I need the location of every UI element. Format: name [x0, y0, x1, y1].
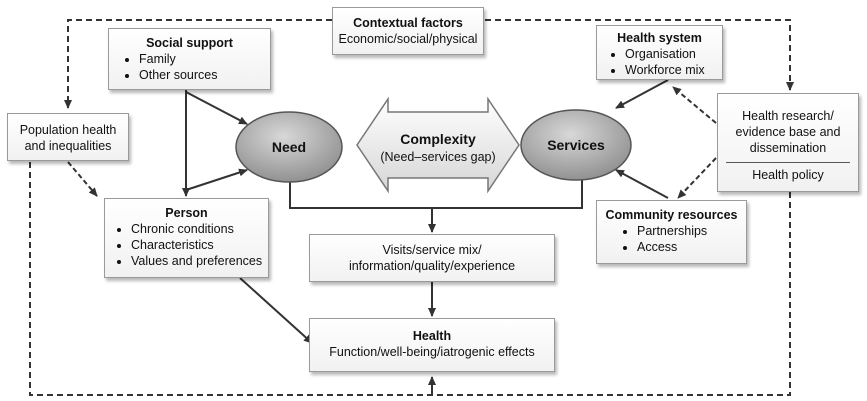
social-support-title: Social support: [146, 36, 233, 50]
social-support-list: Family Other sources: [109, 51, 270, 83]
health-system-box: Health system Organisation Workforce mix: [596, 25, 723, 80]
list-item: Partnerships: [637, 223, 746, 239]
research-line1: Health research/: [742, 109, 834, 123]
list-item: Other sources: [139, 67, 270, 83]
research-line2: evidence base and: [735, 125, 841, 139]
population-line1: Population health: [19, 123, 117, 137]
health-research-box: Health research/ evidence base and disse…: [717, 93, 859, 192]
person-box: Person Chronic conditions Characteristic…: [104, 198, 269, 278]
health-subtitle: Function/well-being/iatrogenic effects: [329, 345, 535, 359]
need-node: Need: [235, 111, 343, 183]
complexity-subtitle: (Need–services gap): [380, 150, 495, 164]
services-node: Services: [520, 109, 632, 181]
outer-dashed-frame: [29, 19, 794, 396]
community-title: Community resources: [605, 208, 738, 222]
research-line3: dissemination: [749, 141, 827, 155]
list-item: Organisation: [625, 46, 722, 62]
dashed-arrows: [67, 86, 717, 199]
health-system-list: Organisation Workforce mix: [597, 46, 722, 78]
community-list: Partnerships Access: [597, 223, 746, 255]
list-item: Characteristics: [131, 237, 268, 253]
list-item: Chronic conditions: [131, 221, 268, 237]
list-item: Access: [637, 239, 746, 255]
person-list: Chronic conditions Characteristics Value…: [105, 221, 268, 269]
contextual-subtitle: Economic/social/physical: [338, 32, 478, 46]
population-health-box: Population health and inequalities: [7, 113, 129, 161]
list-item: Family: [139, 51, 270, 67]
visits-line1: Visits/service mix/: [382, 243, 482, 257]
visits-box: Visits/service mix/ information/quality/…: [309, 234, 555, 282]
health-outcome-box: Health Function/well-being/iatrogenic ef…: [309, 318, 555, 372]
community-resources-box: Community resources Partnerships Access: [596, 200, 747, 264]
contextual-title: Contextual factors: [353, 16, 463, 30]
population-line2: and inequalities: [24, 139, 112, 153]
health-policy-label: Health policy: [752, 168, 824, 182]
social-support-box: Social support Family Other sources: [108, 28, 271, 90]
visits-line2: information/quality/experience: [348, 259, 516, 273]
solid-connectors: [182, 79, 669, 344]
research-divider: [726, 162, 850, 163]
need-label: Need: [272, 139, 306, 155]
health-title: Health: [412, 329, 452, 343]
complexity-arrow: Complexity (Need–services gap): [356, 96, 520, 194]
person-title: Person: [165, 206, 208, 220]
complexity-title: Complexity: [400, 131, 476, 147]
contextual-factors-box: Contextual factors Economic/social/physi…: [332, 7, 484, 55]
health-system-title: Health system: [617, 31, 702, 45]
list-item: Values and preferences: [131, 253, 268, 269]
services-label: Services: [547, 137, 605, 153]
list-item: Workforce mix: [625, 62, 722, 78]
